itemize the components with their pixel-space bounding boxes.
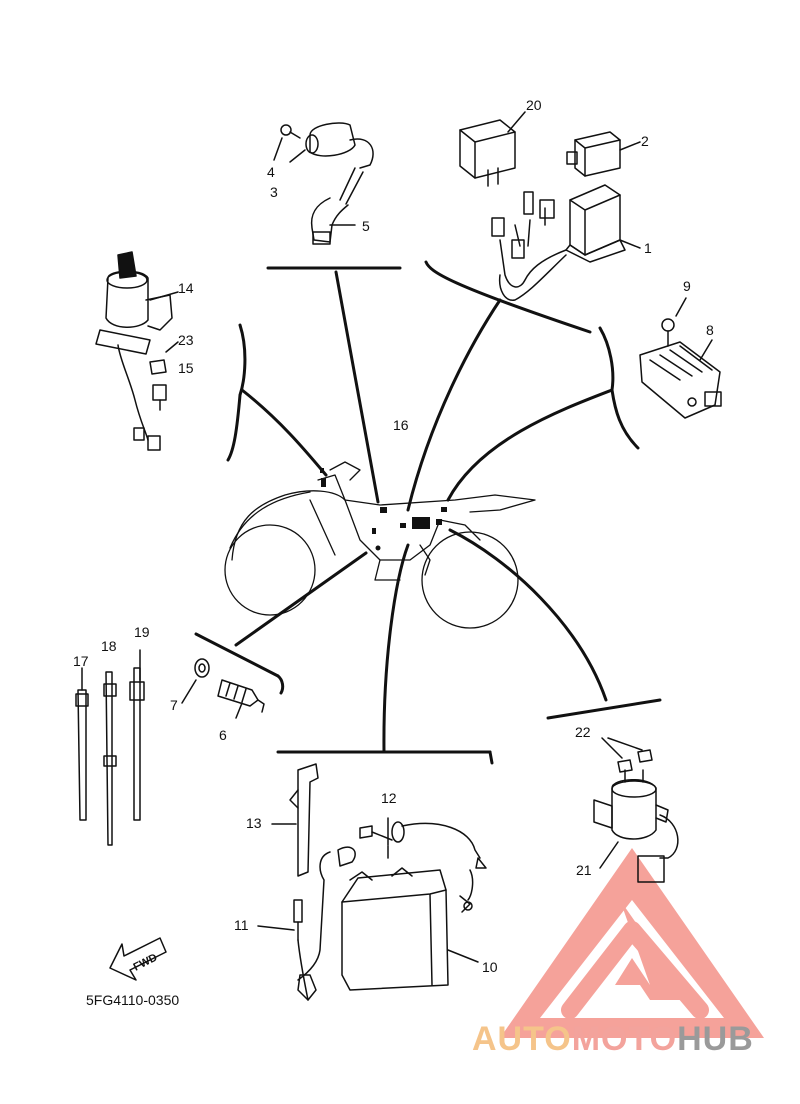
part-7-gasket — [181, 658, 210, 704]
callout-2: 2 — [641, 133, 649, 149]
callout-17: 17 — [73, 653, 89, 669]
part-20-relay — [459, 111, 526, 187]
callout-4: 4 — [267, 164, 275, 180]
watermark-text: AUTOMOTOHUB — [472, 1020, 754, 1059]
watermark-text-moto: MOTO — [571, 1020, 678, 1058]
part-15-bolt — [152, 384, 167, 411]
callout-labels: 1 2 3 4 5 6 7 8 9 10 11 12 13 14 15 16 1… — [73, 97, 714, 975]
part-19-cable-tie — [129, 649, 145, 821]
callout-5: 5 — [362, 218, 370, 234]
part-5-plug-cap — [310, 197, 356, 245]
watermark-logo — [500, 848, 764, 1038]
part-23-nut — [149, 341, 179, 375]
part-3-ignition-coil — [289, 122, 374, 205]
callout-15: 15 — [178, 360, 194, 376]
part-14-main-switch — [95, 251, 179, 451]
part-8-rectifier-regulator — [639, 339, 722, 419]
part-6-neutral-switch — [217, 679, 265, 719]
callout-16: 16 — [393, 417, 409, 433]
callout-6: 6 — [219, 727, 227, 743]
part-10-battery — [341, 867, 479, 991]
callout-11: 11 — [234, 917, 249, 933]
callout-1: 1 — [644, 240, 652, 256]
fwd-arrow-icon — [109, 937, 167, 981]
callout-9: 9 — [683, 278, 691, 294]
callout-14: 14 — [178, 280, 194, 296]
leader-lines — [194, 260, 662, 765]
part-9-screw — [661, 297, 687, 347]
callout-3: 3 — [270, 184, 278, 200]
callout-12: 12 — [381, 790, 397, 806]
part-13-battery-band — [271, 763, 319, 877]
location-markers — [320, 468, 447, 551]
part-17-cable-tie — [75, 667, 89, 821]
callout-19: 19 — [134, 624, 150, 640]
watermark-text-hub: HUB — [677, 1020, 754, 1058]
part-2-connector — [566, 131, 641, 177]
part-21-starter-relay — [593, 769, 679, 883]
motorcycle-silhouette — [224, 461, 536, 629]
part-1-cdi-unit — [491, 184, 641, 301]
part-12-battery-lead — [359, 817, 487, 869]
fwd-label: FWD — [132, 952, 160, 974]
callout-20: 20 — [526, 97, 542, 113]
callout-10: 10 — [482, 959, 498, 975]
callout-7: 7 — [170, 697, 178, 713]
callout-18: 18 — [101, 638, 117, 654]
part-code: 5FG4110-0350 — [86, 992, 180, 1008]
callout-8: 8 — [706, 322, 714, 338]
callout-13: 13 — [246, 815, 262, 831]
part-22-nuts — [601, 737, 653, 773]
callout-22: 22 — [575, 724, 591, 740]
part-4-screw — [273, 124, 301, 161]
part-18-cable-tie — [103, 671, 117, 846]
callout-23: 23 — [178, 332, 194, 348]
callout-21: 21 — [576, 862, 592, 878]
part-11-fuse — [257, 846, 356, 1001]
watermark-text-auto: AUTO — [472, 1020, 572, 1058]
